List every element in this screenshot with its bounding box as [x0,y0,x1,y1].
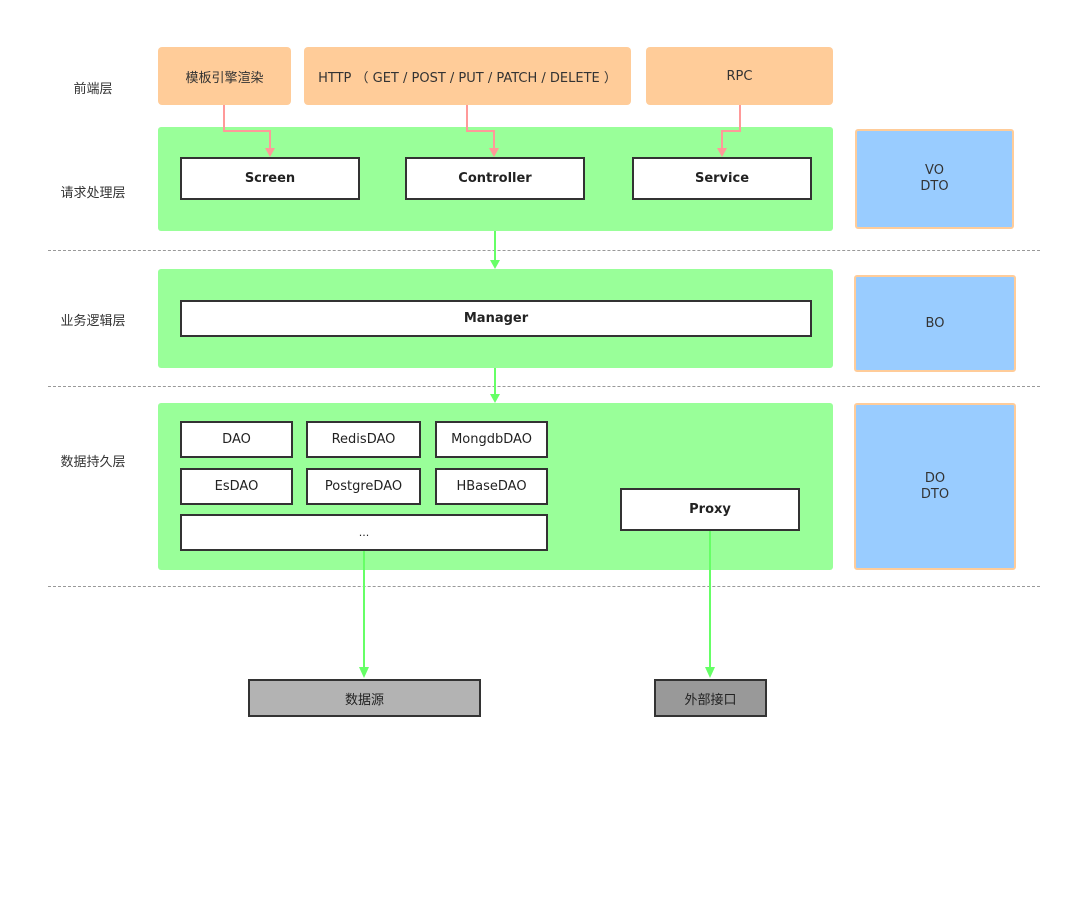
redis-dao-component[interactable]: RedisDAO [306,421,421,458]
more-dao-component[interactable]: ... [180,514,548,551]
layer-separator [48,250,1040,251]
layer-label-frontend: 前端层 [73,82,113,97]
arrow-head [359,667,369,678]
arrow-template-to-screen [223,105,271,150]
postgre-dao-component[interactable]: PostgreDAO [306,468,421,505]
arrow-head [717,148,727,157]
layer-separator [48,386,1040,387]
controller-component[interactable]: Controller [405,157,585,200]
dao-component[interactable]: DAO [180,421,293,458]
screen-component[interactable]: Screen [180,157,360,200]
arrow-head [490,394,500,403]
frontend-rpc-box[interactable]: RPC [646,47,833,105]
frontend-template-box[interactable]: 模板引擎渲染 [158,47,291,105]
external-interface-box[interactable]: 外部接口 [654,679,767,717]
proxy-component[interactable]: Proxy [620,488,800,531]
layer-label-request: 请求处理层 [60,186,126,201]
arrow-head [265,148,275,157]
request-objects-box: VO DTO [855,129,1014,229]
mongodb-dao-component[interactable]: MongdbDAO [435,421,548,458]
persistence-objects-box: DO DTO [854,403,1016,570]
arrow-head [490,260,500,269]
datasource-box[interactable]: 数据源 [248,679,481,717]
arrow-head [705,667,715,678]
manager-component[interactable]: Manager [180,300,812,337]
object-dto: DTO [920,486,950,502]
business-objects-box: BO [854,275,1016,372]
arrow-rpc-to-service [721,105,741,150]
es-dao-component[interactable]: EsDAO [180,468,293,505]
service-component[interactable]: Service [632,157,812,200]
layer-label-business: 业务逻辑层 [60,314,126,329]
arrow-head [489,148,499,157]
object-dto: DTO [920,179,949,194]
layer-separator [48,586,1040,587]
object-do: DO [924,470,946,486]
arrow-http-to-controller [466,105,495,150]
object-bo: BO [925,315,945,331]
frontend-http-box[interactable]: HTTP （ GET / POST / PUT / PATCH / DELETE… [304,47,631,105]
object-vo: VO [925,163,944,178]
layer-label-persistence: 数据持久层 [60,455,126,470]
hbase-dao-component[interactable]: HBaseDAO [435,468,548,505]
